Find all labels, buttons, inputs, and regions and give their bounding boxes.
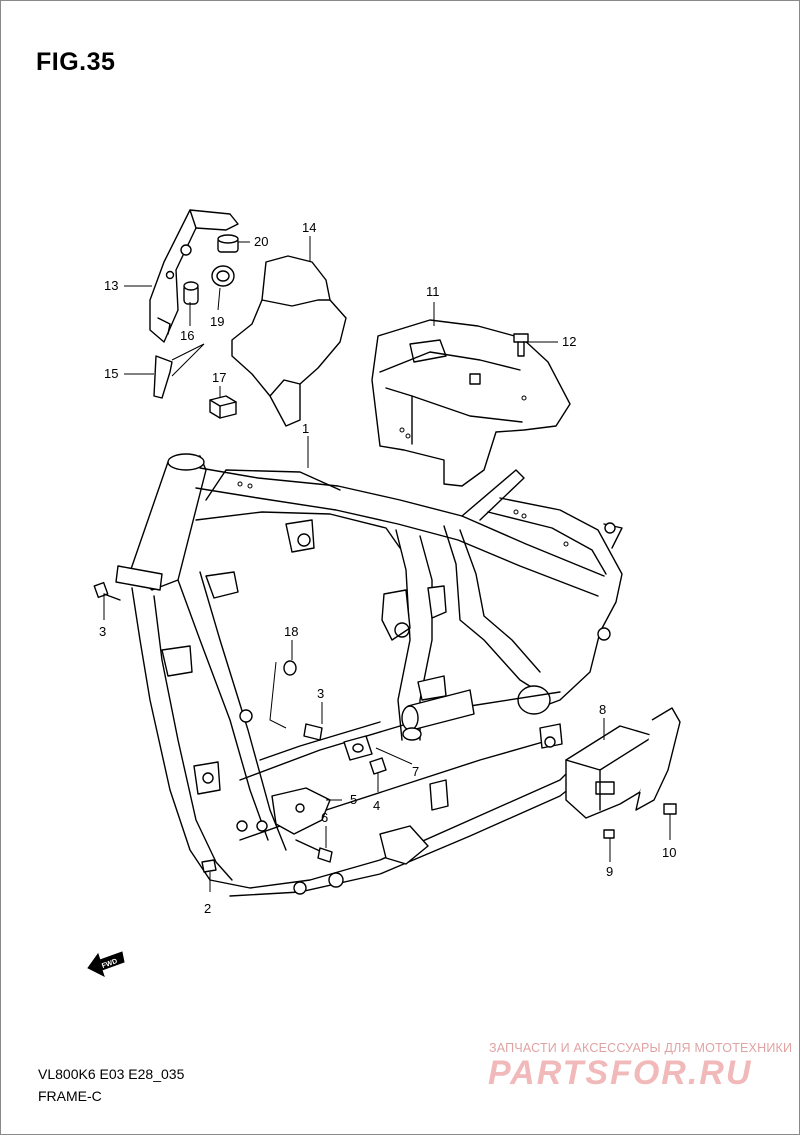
figure-title: FIG.35 (36, 48, 116, 76)
drawing-code: VL800K6 E03 E28_035 (38, 1066, 185, 1082)
callout-14: 14 (302, 220, 316, 235)
callout-16: 16 (180, 328, 194, 343)
clip-15 (153, 355, 173, 399)
bracket-8 (565, 707, 681, 819)
callout-10: 10 (662, 845, 676, 860)
bolt-12 (513, 333, 529, 357)
callout-20: 20 (254, 234, 268, 249)
side-cover-13 (149, 209, 239, 343)
callout-1: 1 (302, 421, 309, 436)
callout-9: 9 (606, 864, 613, 879)
cover-14 (231, 255, 347, 427)
bracket-5 (271, 787, 331, 835)
watermark-logo: PARTSFOR.RU (488, 1054, 753, 1092)
callout-labels: 1 2 3 3 4 5 6 7 8 9 10 11 12 13 14 15 16… (99, 220, 676, 916)
bolt-3-left (93, 581, 121, 601)
cushion-17 (209, 395, 237, 419)
callout-17: 17 (212, 370, 226, 385)
callout-3-left: 3 (99, 624, 106, 639)
bolt-3-center (303, 723, 323, 741)
callout-12: 12 (562, 334, 576, 349)
callout-13: 13 (104, 278, 118, 293)
bolt-2 (201, 859, 217, 873)
spacer-7 (343, 727, 422, 761)
leader-lines (103, 236, 671, 892)
bolt-6 (295, 839, 333, 863)
callout-2: 2 (204, 901, 211, 916)
clip-guide-line (171, 343, 205, 377)
fwd-arrow-icon: FWD (87, 951, 125, 977)
callout-6: 6 (321, 810, 328, 825)
grommet-19 (211, 265, 235, 287)
bolt-10 (663, 803, 677, 815)
watermark-tagline: ЗАПЧАСТИ И АКСЕССУАРЫ ДЛЯ МОТОТЕХНИКИ (489, 1041, 793, 1055)
callout-18: 18 (284, 624, 298, 639)
drawing-name: FRAME-C (38, 1088, 102, 1104)
callout-5: 5 (350, 792, 357, 807)
callout-4: 4 (373, 798, 380, 813)
callout-15: 15 (104, 366, 118, 381)
grommet-18-guide (269, 661, 287, 729)
nut-4 (369, 757, 387, 775)
callout-3-center: 3 (317, 686, 324, 701)
callout-8: 8 (599, 702, 606, 717)
callout-7: 7 (412, 764, 419, 779)
bolt-9 (603, 829, 615, 839)
battery-tray-11 (371, 319, 571, 487)
grommet-18 (283, 660, 297, 676)
cushion-20 (217, 234, 239, 253)
grommet-16 (183, 281, 199, 305)
callout-11: 11 (426, 284, 440, 299)
main-frame-1 (115, 453, 623, 897)
callout-19: 19 (210, 314, 224, 329)
